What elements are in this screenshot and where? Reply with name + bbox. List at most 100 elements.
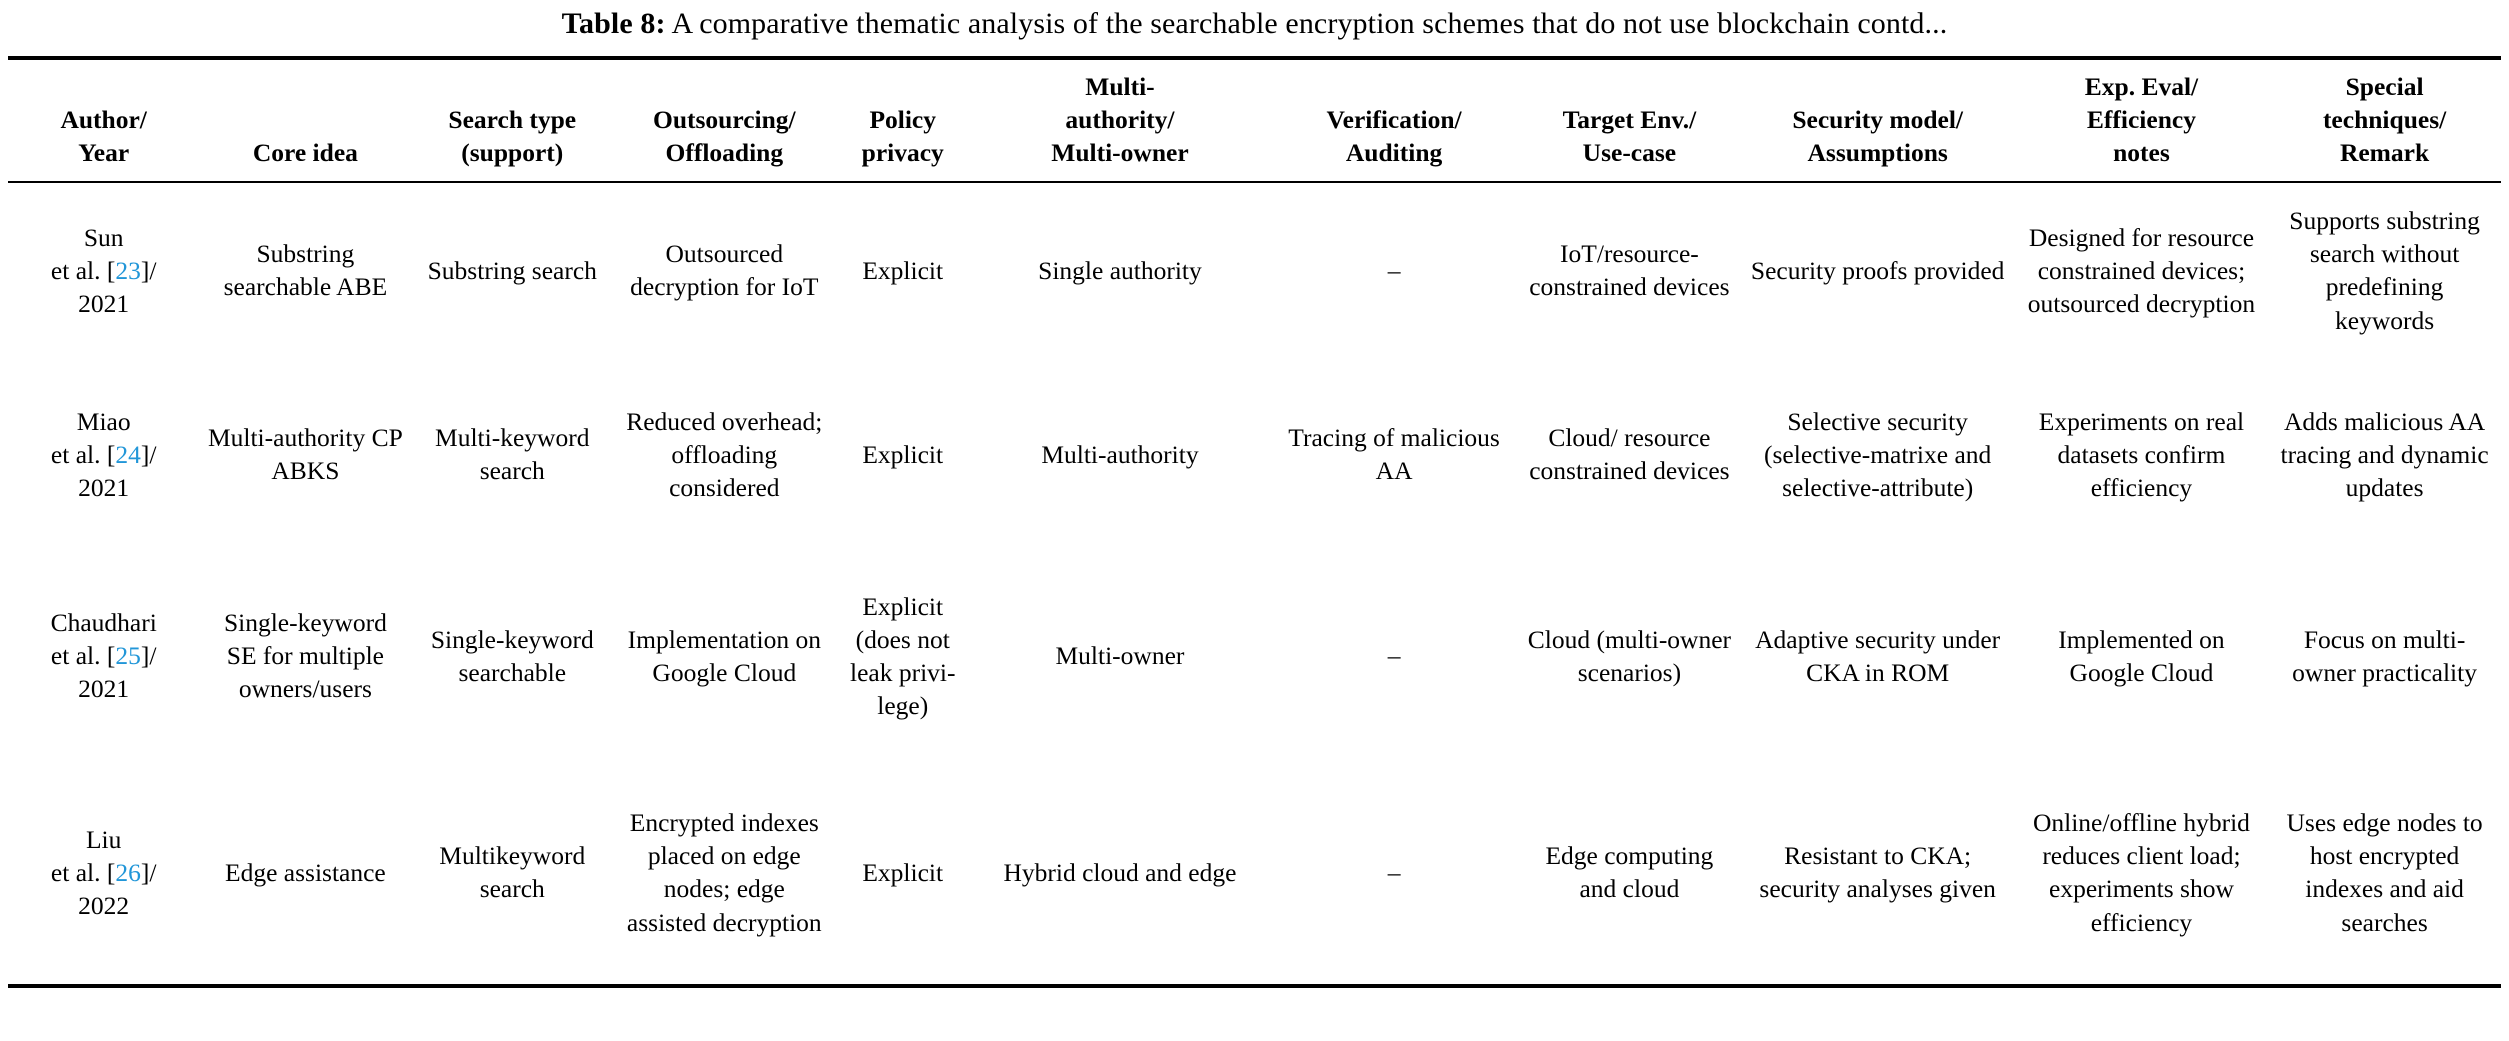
cell-search-type: Multi-keyword search [435,423,590,486]
header-line: Author/ [60,105,147,135]
citation-suffix: ]/ [140,439,157,469]
citation-reference-link[interactable]: 23 [115,255,141,285]
cell-multi-authority: Single authority [1038,255,1202,285]
header-line: Assumptions [1807,138,1948,168]
author-name: Chaudhari [50,608,157,638]
header-line: Year [78,138,130,168]
citation-prefix: et al. [ [50,641,116,671]
cell-exp-eval: Experiments on real datasets confirm eff… [2038,406,2245,502]
citation-reference-link[interactable]: 24 [115,439,141,469]
cell-special-techniques: Supports substring search without predef… [2289,206,2480,335]
author-citation: et al. [24]/ [16,438,191,471]
cell-author-year: Miao et al. [24]/ 2021 [8,357,199,551]
header-line: notes [2113,138,2170,168]
column-header-security-model-assumptions: Security model/ Assumptions [1740,55,2015,184]
header-line: Remark [2339,138,2430,168]
citation-reference-link[interactable]: 25 [115,641,141,671]
cell-author-year: Sun et al. [23]/ 2021 [8,182,199,357]
cell-security-model: Security proofs provided [1750,255,2005,285]
cell-outsourcing: Encrypted indexes placed on edge nodes; … [613,760,836,989]
table-row: Chaudhari et al. [25]/ 2021 Single-keywo… [8,551,2501,760]
header-line: Exp. Eval/ [2084,72,2199,101]
header-line: Multi- [1085,72,1155,101]
header-line: Auditing [1345,138,1443,168]
table-caption-label: Table 8: [561,7,666,40]
column-header-outsourcing-offloading: Outsourcing/ Offloading [613,55,836,184]
column-header-verification-auditing: Verification/ Auditing [1269,55,1519,184]
table-row: Sun et al. [23]/ 2021 Substring searchab… [8,182,2501,357]
cell-policy-privacy: Explicit [862,439,944,469]
table-caption: Table 8: A comparative thematic analysis… [8,0,2501,56]
column-header-core-idea: Core idea [199,55,412,184]
header-line: privacy [861,138,944,168]
header-line: techniques/ [2322,105,2447,135]
author-name: Sun [83,222,124,252]
cell-security-model: Resistant to CKA; security analyses give… [1740,760,2015,989]
cell-outsourcing: Outsourced decryption for IoT [630,239,819,302]
column-header-search-type: Search type (support) [411,55,614,184]
citation-reference-link[interactable]: 26 [115,857,141,887]
cell-security-model: Adaptive security under CKA in ROM [1755,624,2001,687]
header-line: Core idea [252,138,358,168]
header-line: Verification/ [1326,105,1462,135]
cell-security-model: Selective security (selective-matrixe an… [1764,406,1992,502]
column-header-policy-privacy: Policy privacy [835,55,970,184]
header-line: Policy [869,105,937,135]
table-caption-text: A comparative thematic analysis of the s… [671,7,1948,40]
column-header-exp-eval-efficiency-notes: Exp. Eval/ Efficiency notes [2014,55,2269,184]
cell-multi-authority: Multi-authority [1041,439,1199,469]
citation-suffix: ]/ [140,857,157,887]
cell-multi-authority: Hybrid cloud and edge [969,760,1270,989]
cell-author-year: Liu et al. [26]/ 2022 [8,760,200,989]
cell-special-techniques: Adds malicious AA tracing and dynamic up… [2280,406,2489,502]
cell-target-env: IoT/resource-constrained devices [1529,239,1730,302]
cell-multi-authority: Multi-owner [1055,641,1185,671]
comparative-analysis-table: Author/ Year Core idea Search type (supp… [8,55,2501,989]
cell-special-techniques: Uses edge nodes to host encrypted indexe… [2268,760,2501,989]
citation-prefix: et al. [ [50,439,116,469]
cell-author-year: Chaudhari et al. [25]/ 2021 [8,551,199,760]
table-row: Liu et al. [26]/ 2022 Edge assistance Mu… [8,760,2501,989]
citation-prefix: et al. [ [50,255,116,285]
cell-verification: – [1387,641,1401,671]
cell-exp-eval: Designed for resource constrained device… [2027,222,2256,318]
cell-outsourcing: Reduced overhead; offloading considered [626,406,823,502]
header-line: Security model/ [1792,105,1963,135]
author-citation: et al. [25]/ [16,639,191,672]
cell-outsourcing: Implementation on Google Cloud [627,624,821,687]
cell-target-env: Edge computing and cloud [1518,760,1741,989]
cell-verification: – [1387,255,1401,285]
header-line: authority/ [1065,105,1175,135]
cell-special-techniques: Focus on multi-owner practicality [2292,624,2477,687]
header-line: Target Env./ [1562,105,1697,135]
author-year: 2022 [78,890,130,920]
cell-verification: – [1269,760,1519,989]
citation-suffix: ]/ [140,255,157,285]
cell-search-type: Single-keyword searchable [430,624,594,687]
cell-core-idea: Single-keyword SE for multiple owners/us… [223,608,387,704]
column-header-author-year: Author/ Year [8,55,200,184]
citation-prefix: et al. [ [50,857,116,887]
cell-target-env: Cloud (multi-owner scenarios) [1527,624,1732,687]
author-name: Miao [76,406,131,436]
table-header: Author/ Year Core idea Search type (supp… [8,55,2501,184]
cell-policy-privacy: Explicit (does not leak privi-lege) [849,591,956,721]
cell-core-idea: Substring searchable ABE [223,239,388,302]
header-line: Offloading [665,138,784,168]
column-header-target-env-use-case: Target Env./ Use-case [1518,55,1741,184]
author-year: 2021 [78,674,130,704]
cell-exp-eval: Online/offline hybrid reduces client loa… [2014,760,2269,989]
header-line: Use-case [1582,138,1677,168]
header-line: (support) [461,138,564,168]
cell-core-idea: Edge assistance [199,760,412,989]
cell-target-env: Cloud/ resource constrained devices [1529,423,1730,486]
cell-policy-privacy: Explicit [835,760,970,989]
header-line: Special [2345,72,2424,101]
author-citation: et al. [23]/ [16,254,191,287]
cell-search-type: Substring search [427,255,597,285]
column-header-special-techniques-remark: Special techniques/ Remark [2268,55,2501,184]
header-line: Search type [448,105,577,135]
header-line: Multi-owner [1051,138,1189,168]
author-year: 2021 [78,472,130,502]
